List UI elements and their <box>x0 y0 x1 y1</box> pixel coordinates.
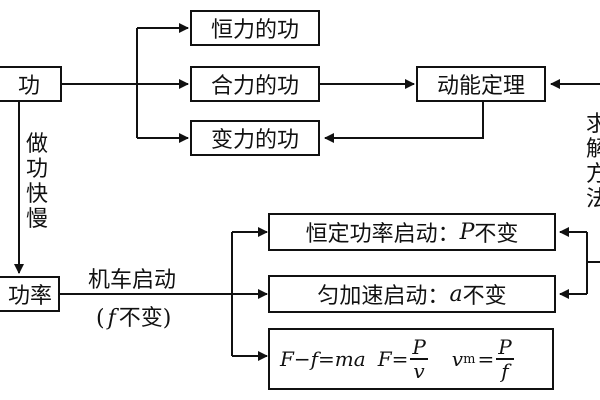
row1-prefix: 恒定功率启动： <box>305 222 460 247</box>
node-bianli: 变力的功 <box>190 120 320 156</box>
formula-vm-symbol: v <box>451 347 464 371</box>
formula-vm-subscript: m <box>463 351 476 367</box>
formula-vm-equals: = <box>477 347 495 371</box>
node-dongneng-label: 动能定理 <box>436 74 525 99</box>
label-vehicle-start: 机车启动 <box>88 262 176 294</box>
work-branch-arrows <box>62 23 189 143</box>
label-solution-method-char: 求 <box>585 112 600 137</box>
node-gonglv: 功率 <box>0 276 60 312</box>
fraction-p-over-f-num: P <box>496 335 514 360</box>
right-return-arrows <box>559 227 600 299</box>
node-dongneng: 动能定理 <box>416 66 546 102</box>
node-gong-label: 功 <box>17 74 40 99</box>
label-f-constant-open: ( <box>96 306 105 331</box>
label-solution-method: 求 解 方 法 <box>584 112 600 212</box>
label-solution-method-char: 法 <box>585 187 600 212</box>
label-work-speed-char: 做 <box>25 132 48 157</box>
label-solution-method-char: 解 <box>585 137 600 162</box>
fraction-p-over-v-num: P <box>410 335 428 360</box>
node-heli: 合力的功 <box>190 66 320 102</box>
label-work-speed-char: 功 <box>25 157 48 182</box>
row2-var: a <box>449 281 463 307</box>
fraction-p-over-v-den: v <box>413 359 425 383</box>
node-heli-label: 合力的功 <box>210 74 299 99</box>
label-work-speed: 做 功 快 慢 <box>24 132 50 232</box>
fraction-p-over-f: P f <box>496 335 514 383</box>
formula-newton: F−f=ma <box>280 347 366 371</box>
node-gong: 功 <box>0 66 62 102</box>
fraction-p-over-f-den: f <box>501 359 509 383</box>
arrow-dongneng-to-bianli <box>324 102 484 143</box>
row1-suffix: 不变 <box>474 222 519 247</box>
label-solution-method-char: 方 <box>585 162 600 187</box>
label-vehicle-start-text: 机车启动 <box>88 268 177 293</box>
row1-var: P <box>459 219 475 245</box>
node-hengli: 恒力的功 <box>190 10 320 46</box>
row-constant-power: 恒定功率启动：P 不变 <box>268 213 556 251</box>
node-bianli-label: 变力的功 <box>210 128 299 153</box>
label-work-speed-char: 快 <box>25 182 48 207</box>
label-work-speed-char: 慢 <box>25 207 48 232</box>
row-constant-accel: 匀加速启动：a 不变 <box>268 275 556 313</box>
formula-force-lhs: F= <box>377 347 409 371</box>
row2-suffix: 不变 <box>462 284 507 309</box>
label-f-constant-var: f <box>107 306 116 331</box>
node-hengli-label: 恒力的功 <box>210 18 299 43</box>
gonglv-branch-arrows <box>60 227 268 361</box>
node-gonglv-label: 功率 <box>7 284 52 309</box>
row2-prefix: 匀加速启动： <box>317 284 450 309</box>
fraction-p-over-v: P v <box>410 335 428 383</box>
label-f-constant-rest: 不变) <box>118 306 172 331</box>
